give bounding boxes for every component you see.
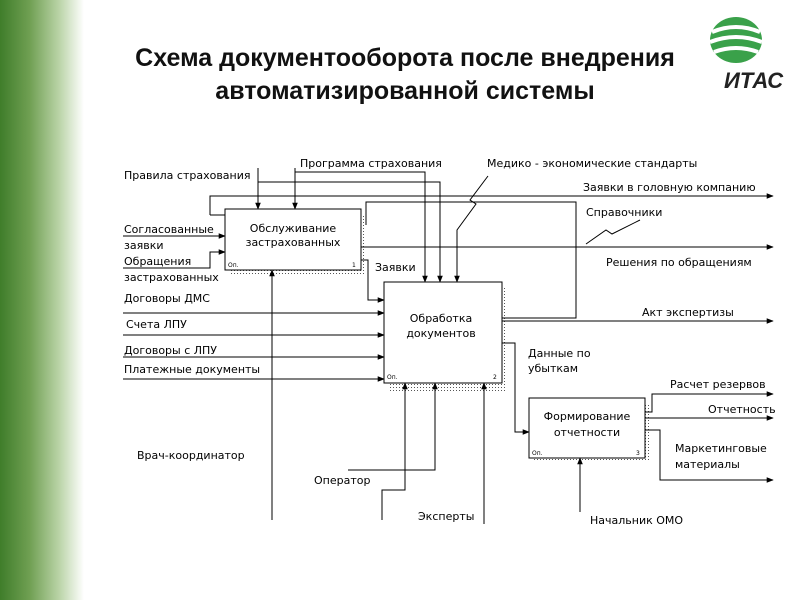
label-market-2: материалы	[675, 458, 740, 471]
label-zayavki-golov: Заявки в головную компанию	[583, 181, 756, 194]
slide-title: Схема документооборота после внедрения а…	[135, 44, 675, 105]
label-pravila: Правила страхования	[124, 169, 251, 182]
box-2-number: 2	[493, 374, 497, 381]
box-1-number: 1	[352, 262, 356, 269]
process-box-1: Обслуживание застрахованных Оп. 1	[224, 208, 366, 274]
box-1-line-1: Обслуживание	[250, 222, 337, 235]
logo-text: ИТАС	[724, 68, 784, 93]
process-box-3: Формирование отчетности Оп. 3	[528, 397, 650, 462]
label-operator: Оператор	[314, 474, 370, 487]
box-1-line-2: застрахованных	[246, 236, 341, 249]
box-3-number: 3	[636, 450, 640, 457]
label-akt: Акт экспертизы	[642, 306, 734, 319]
box-3-line-1: Формирование	[544, 410, 631, 423]
label-dannye-1: Данные по	[528, 347, 591, 360]
label-resheniya: Решения по обращениям	[606, 256, 752, 269]
label-eksperty: Эксперты	[418, 510, 474, 523]
label-platezh: Платежные документы	[124, 363, 260, 376]
label-programma: Программа страхования	[300, 157, 442, 170]
green-gradient-sidebar	[0, 0, 84, 600]
label-dogovory-dms: Договоры ДМС	[124, 292, 210, 305]
label-soglas-1: Согласованные	[124, 223, 214, 236]
label-nachalnik: Начальник ОМО	[590, 514, 683, 527]
label-dannye-2: убыткам	[528, 362, 578, 375]
globe-icon	[709, 17, 763, 63]
label-raschet: Расчет резервов	[670, 378, 766, 391]
box-3-line-2: отчетности	[554, 426, 620, 439]
label-sprav: Справочники	[586, 206, 662, 219]
label-obrash-2: застрахованных	[124, 271, 219, 284]
process-box-2: Обработка документов Оп. 2	[383, 281, 507, 392]
itas-logo: ИТАС	[709, 17, 784, 93]
box-2-line-1: Обработка	[410, 312, 472, 325]
label-market-1: Маркетинговые	[675, 442, 767, 455]
label-dogovory-lpu: Договоры с ЛПУ	[124, 344, 217, 357]
label-obrash-1: Обращения	[124, 255, 191, 268]
box-2-node-label: Оп.	[387, 374, 398, 381]
label-scheta: Счета ЛПУ	[126, 318, 187, 331]
label-soglas-2: заявки	[124, 239, 163, 252]
arrow-labels: Правила страхования Программа страховани…	[124, 157, 776, 527]
box-3-node-label: Оп.	[532, 450, 543, 457]
label-zayavki: Заявки	[375, 261, 416, 274]
connectors	[123, 168, 774, 524]
box-2-line-2: документов	[406, 327, 475, 340]
box-1-node-label: Оп.	[228, 262, 239, 269]
label-otchetnost: Отчетность	[708, 403, 776, 416]
label-vrach: Врач-координатор	[137, 449, 245, 462]
label-mediko: Медико - экономические стандарты	[487, 157, 697, 170]
